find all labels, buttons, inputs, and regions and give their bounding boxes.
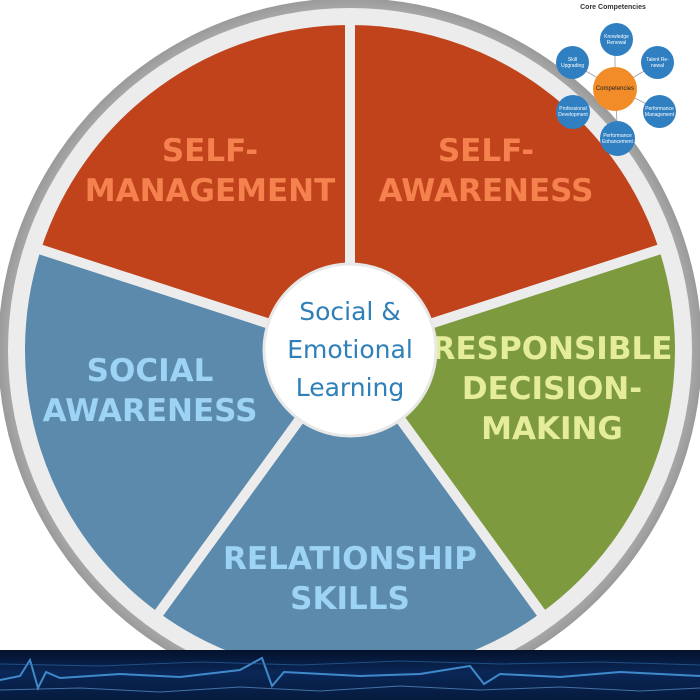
sel-wheel-diagram: SELF- AWARENESS RESPONSIBLE DECISION- MAKING… xyxy=(0,0,700,660)
segment-label-responsible-decision-making-line-1: RESPONSIBLE xyxy=(432,331,673,367)
footer-image-strip xyxy=(0,650,700,700)
segment-label-self-management-line-1: SELF- xyxy=(162,133,258,169)
segment-label-relationship-skills-line-2: SKILLS xyxy=(290,581,410,617)
center-label-line-3: Learning xyxy=(296,373,405,402)
segment-label-self-management-line-2: MANAGEMENT xyxy=(85,173,336,209)
mini-node-performance-enhancement: Performance Enhancement xyxy=(600,121,635,156)
core-competencies-diagram: Core Competencies Competencies Knowledge… xyxy=(548,0,700,160)
segment-label-relationship-skills-line-1: RELATIONSHIP xyxy=(223,541,477,577)
mini-diagram-title: Core Competencies xyxy=(580,4,646,11)
center-label-line-1: Social & xyxy=(299,297,401,326)
center-label-line-2: Emotional xyxy=(287,335,413,364)
segment-label-responsible-decision-making-line-3: MAKING xyxy=(481,411,623,447)
segment-label-social-awareness-line-2: AWARENESS xyxy=(43,393,258,429)
mini-center-node: Competencies xyxy=(593,67,637,111)
mini-node-talent-renewal: Talent Re-newal xyxy=(641,46,674,79)
segment-label-responsible-decision-making-line-2: DECISION- xyxy=(462,371,642,407)
footer-waveform xyxy=(0,656,700,693)
segment-self-awareness xyxy=(345,15,669,355)
mini-node-performance-management: Performance Management xyxy=(643,95,676,128)
mini-node-professional-development: Professional Development xyxy=(556,95,590,129)
mini-node-knowledge-renewal: Knowledge Renewal xyxy=(600,23,633,56)
segment-label-self-awareness-line-2: AWARENESS xyxy=(379,173,594,209)
segment-self-management xyxy=(31,15,355,355)
center-circle xyxy=(262,262,438,438)
segment-label-self-awareness-line-1: SELF- xyxy=(438,133,534,169)
segment-relationship-skills xyxy=(151,345,549,660)
mini-node-skill-upgrading: Skill Upgrading xyxy=(556,46,589,79)
segment-label-social-awareness-line-1: SOCIAL xyxy=(87,353,214,389)
